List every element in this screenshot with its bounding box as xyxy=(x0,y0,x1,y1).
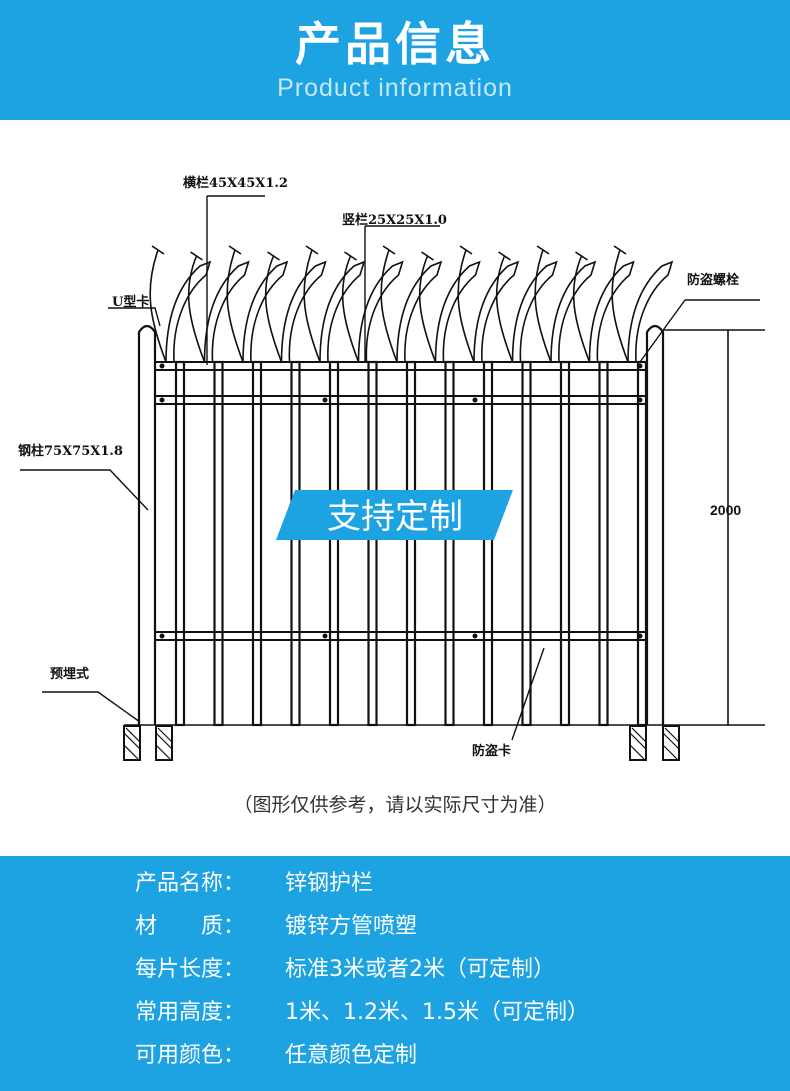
fence-pickets xyxy=(174,360,648,727)
picket xyxy=(598,360,609,727)
spec-label: 产品名称： xyxy=(135,871,246,896)
spec-value: 镀锌方管喷塑 xyxy=(285,914,418,939)
spear-curl xyxy=(572,251,591,363)
spear-top xyxy=(473,260,520,363)
spec-value: 标准3米或者2米（可定制） xyxy=(285,957,555,982)
bolt xyxy=(159,397,165,403)
right-post xyxy=(645,324,665,725)
footing-right-b xyxy=(662,725,680,761)
footing-left-b xyxy=(155,725,173,761)
header-banner: 产品信息 Product information xyxy=(0,0,790,120)
anti-theft-clip-label: 防盗卡 xyxy=(472,743,511,759)
spear-curl xyxy=(303,245,321,363)
spear-curl xyxy=(264,251,283,363)
upper-rail xyxy=(154,395,648,405)
spear-top xyxy=(588,260,635,363)
spear-top xyxy=(511,260,558,363)
height-label: 2000 xyxy=(710,502,741,518)
bolt xyxy=(637,363,643,369)
picket xyxy=(636,360,648,727)
spec-row-height: 常用高度： 1米、1.2米、1.5米（可定制） xyxy=(135,993,589,1033)
left-post xyxy=(137,324,157,725)
picket-label: 竖栏25X25X1.0 xyxy=(342,212,447,228)
dimension-lines xyxy=(124,329,765,726)
spec-value: 1米、1.2米、1.5米（可定制） xyxy=(285,1000,589,1025)
bolt xyxy=(159,363,165,369)
spear-curl xyxy=(534,245,552,363)
picket xyxy=(213,360,224,727)
spear-curl xyxy=(187,251,206,363)
picket xyxy=(174,360,186,727)
bolt xyxy=(322,397,328,403)
spec-label: 每片长度： xyxy=(135,957,246,982)
spec-label: 可用颜色： xyxy=(135,1043,246,1068)
bolt xyxy=(637,633,643,639)
fence-diagram: 横栏45X45X1.2 竖栏25X25X1.0 U型卡 钢柱75X75X1.8 … xyxy=(18,175,765,761)
top-rail-label: 横栏45X45X1.2 xyxy=(183,175,288,191)
spec-value: 任意颜色定制 xyxy=(285,1043,418,1068)
post-label: 钢柱75X75X1.8 xyxy=(18,443,123,459)
bolt xyxy=(637,397,643,403)
rail-bolts xyxy=(159,363,643,639)
page-title: 产品信息 xyxy=(295,17,495,71)
embedded-label: 预埋式 xyxy=(50,666,89,682)
spear-curl xyxy=(380,245,398,363)
spec-label: 常用高度： xyxy=(135,1000,246,1025)
spec-row-name: 产品名称： 锌钢护栏 xyxy=(135,864,373,904)
spear-top xyxy=(357,260,404,363)
spear-top xyxy=(203,260,250,363)
spear-curl xyxy=(495,251,514,363)
spec-label: 材 质： xyxy=(135,914,246,939)
leader-lines xyxy=(20,195,760,741)
spear-top xyxy=(627,260,674,363)
spear-top xyxy=(165,260,212,363)
spec-value: 锌钢护栏 xyxy=(285,871,374,896)
anti-theft-bolt-label: 防盗螺栓 xyxy=(687,272,739,288)
footing-left-a xyxy=(123,725,141,761)
top-rail xyxy=(154,361,648,371)
customize-banner-bg xyxy=(276,490,513,540)
picket xyxy=(559,360,571,727)
spear-curl xyxy=(457,245,475,363)
spear-top xyxy=(396,260,443,363)
spear-top xyxy=(319,260,366,363)
fence-spear-tops xyxy=(149,245,674,363)
bolt xyxy=(472,633,478,639)
spear-curl xyxy=(611,245,629,363)
picket xyxy=(251,360,263,727)
fence-posts xyxy=(137,324,665,725)
spec-row-length: 每片长度： 标准3米或者2米（可定制） xyxy=(135,950,555,990)
diagram-caption: （图形仅供参考，请以实际尺寸为准） xyxy=(233,794,557,816)
spec-row-material: 材 质： 镀锌方管喷塑 xyxy=(135,907,417,947)
spec-panel: 产品名称：锌钢护栏 材 质：镀锌方管喷塑 每片长度：标准3米或者2米（可定制） … xyxy=(0,856,790,1091)
spec-row-color: 可用颜色： 任意颜色定制 xyxy=(135,1036,417,1076)
lower-rail xyxy=(154,631,648,641)
spear-curl xyxy=(149,245,167,363)
spear-curl xyxy=(418,251,437,363)
picket xyxy=(367,360,378,727)
bolt xyxy=(159,633,165,639)
picket xyxy=(521,360,532,727)
spear-top xyxy=(280,260,327,363)
spear-top xyxy=(242,260,289,363)
page-subtitle: Product information xyxy=(277,74,513,102)
picket xyxy=(328,360,340,727)
spear-curl xyxy=(341,251,360,363)
u-clip-label: U型卡 xyxy=(112,294,149,310)
picket xyxy=(444,360,455,727)
spear-top xyxy=(434,260,481,363)
footings xyxy=(123,725,680,761)
picket xyxy=(290,360,301,727)
spear-curl xyxy=(226,245,244,363)
footing-right-a xyxy=(629,725,647,761)
spear-top xyxy=(550,260,597,363)
picket xyxy=(405,360,417,727)
customize-banner: 支持定制 xyxy=(327,497,463,537)
bolt xyxy=(322,633,328,639)
bolt xyxy=(472,397,478,403)
picket xyxy=(482,360,494,727)
